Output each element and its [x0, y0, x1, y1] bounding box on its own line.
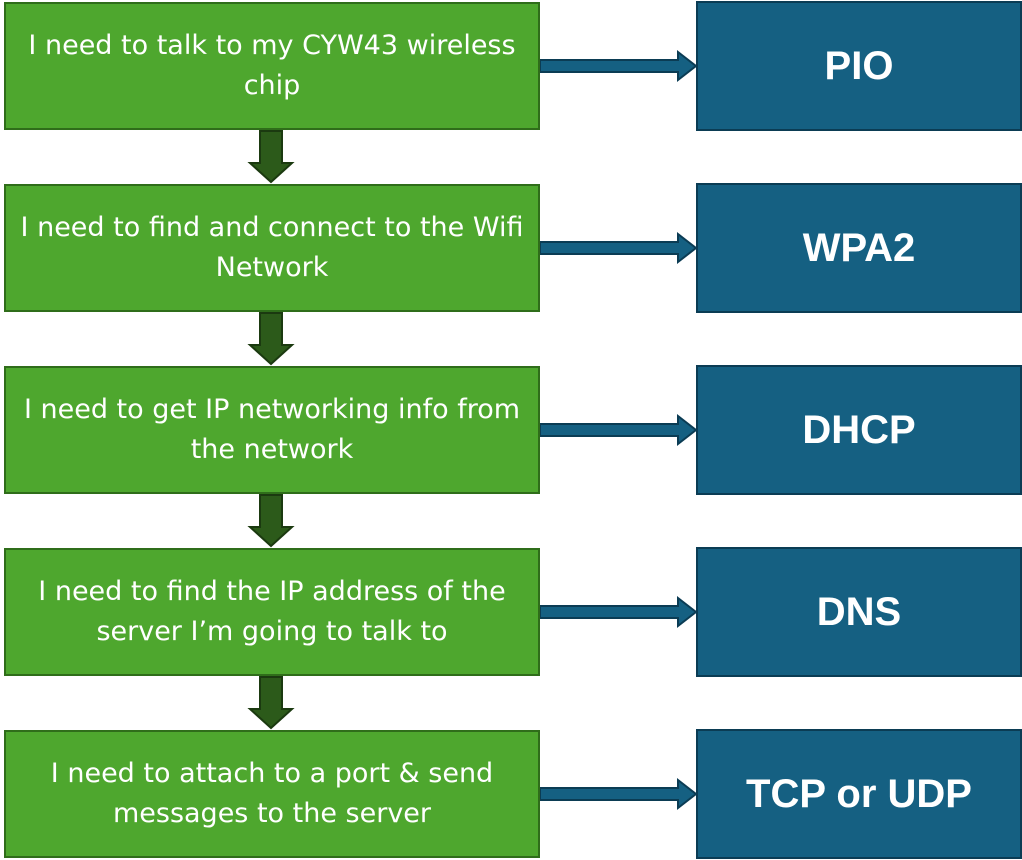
protocol-label: TCP or UDP: [746, 771, 972, 816]
step-box-talk-to-chip: I need to talk to my CYW43 wireless chip: [4, 2, 540, 130]
protocol-box-dns: DNS: [696, 547, 1022, 677]
protocol-label: DNS: [816, 589, 902, 634]
right-arrow-2: [539, 231, 698, 265]
down-arrow-3: [247, 494, 295, 548]
step-box-send-messages: I need to attach to a port & send messag…: [4, 730, 540, 858]
step-label: I need to get IP networking info from th…: [23, 394, 521, 465]
right-arrow-5: [539, 777, 698, 811]
protocol-box-tcp-udp: TCP or UDP: [696, 729, 1022, 859]
down-arrow-4: [247, 676, 295, 730]
step-label: I need to find and connect to the Wifi N…: [20, 212, 524, 283]
down-arrow-2: [247, 312, 295, 366]
protocol-label: DHCP: [802, 407, 916, 452]
right-arrow-1: [539, 49, 698, 83]
step-box-get-ip-info: I need to get IP networking info from th…: [4, 366, 540, 494]
down-arrow-1: [247, 130, 295, 184]
step-label: I need to find the IP address of the ser…: [38, 576, 506, 647]
protocol-label: PIO: [824, 43, 894, 88]
protocol-box-wpa2: WPA2: [696, 183, 1022, 313]
right-arrow-3: [539, 413, 698, 447]
right-arrow-4: [539, 595, 698, 629]
step-box-connect-wifi: I need to find and connect to the Wifi N…: [4, 184, 540, 312]
protocol-box-dhcp: DHCP: [696, 365, 1022, 495]
protocol-box-pio: PIO: [696, 1, 1022, 131]
step-label: I need to talk to my CYW43 wireless chip: [28, 30, 516, 101]
step-label: I need to attach to a port & send messag…: [50, 758, 494, 829]
step-box-find-server-ip: I need to find the IP address of the ser…: [4, 548, 540, 676]
protocol-label: WPA2: [802, 225, 916, 270]
